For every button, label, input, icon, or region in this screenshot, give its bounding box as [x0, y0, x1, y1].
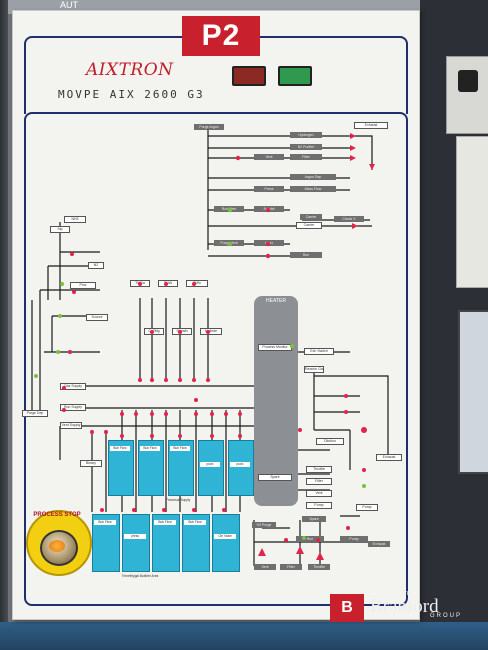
mo-label-sheath: Sheath	[172, 328, 192, 335]
label-n2-purifier: N2 Purifier	[290, 144, 322, 150]
bubbler-4-label: push	[200, 462, 220, 467]
precursor-caption: Precursor Supply	[165, 498, 191, 502]
label-vent-supply: Vent Supply	[60, 422, 82, 429]
mo-label-tmin: TMIn	[186, 280, 208, 287]
background-left-edge	[0, 0, 8, 650]
watermark: B The Branford GROUP	[330, 590, 480, 624]
bubbler-6-label: Bub Flow	[94, 520, 116, 525]
process-stop-label: PROCESS STOP	[33, 512, 81, 518]
process-stop-light	[49, 540, 65, 552]
heater-title: HEATER	[266, 298, 286, 304]
watermark-name: Branford	[370, 596, 439, 617]
label-binary: Binary	[80, 460, 102, 467]
bubbler-7	[122, 514, 150, 572]
diagram-frame	[24, 112, 408, 606]
label-pump: Pump	[356, 504, 378, 511]
label-run: Run	[290, 252, 322, 258]
bubbler-2-label: Bub Flow	[140, 446, 160, 451]
label-exhaust: Exhaust	[376, 454, 402, 461]
watermark-logo: B	[330, 594, 364, 622]
rack-switch[interactable]	[458, 70, 478, 92]
label-vent: Vent	[254, 154, 284, 160]
label-spare-bottom: Spare	[302, 516, 326, 522]
label-pmx: Pmx	[70, 282, 96, 289]
bubbler-10	[212, 514, 240, 572]
label-bottom-pump: Pump	[340, 536, 368, 542]
label-dilution: Dilution	[316, 438, 344, 445]
model-name: MOVPE AIX 2600 G3	[58, 88, 205, 101]
bubbler-9-label: Bub Flow	[184, 520, 206, 525]
bubbler-1-label: Bub Flow	[110, 446, 130, 451]
label-gas-supply: Gas Supply	[60, 383, 86, 390]
label-bottom-exhaust: Exhaust	[368, 541, 390, 547]
label-argon-dep: Argon Dep	[290, 174, 336, 180]
run-indicator-lamp[interactable]	[278, 66, 312, 86]
label-reactor-gas: Reactor Gas	[304, 366, 324, 373]
label-bottom-filter: Filter	[280, 564, 302, 570]
label-bottom-throttle: Throttle	[308, 564, 330, 570]
bubbler-area-caption: Trimethylgal Bubbler Area	[121, 574, 159, 578]
reactor-heater	[254, 296, 298, 506]
label-h2-purge: H2 Purge	[252, 522, 276, 528]
label-carrier: Carrier	[300, 214, 322, 220]
label-n2: N2	[88, 262, 104, 269]
rack-control-panel	[446, 56, 488, 134]
label-mass-flow: Mass Flow	[290, 186, 336, 192]
label-run-supply: Run Supply	[60, 404, 86, 411]
label-purge-dep: Purge Dep	[22, 410, 48, 417]
top-partial-label: AUT	[60, 0, 78, 10]
label-pump-right: Pump	[306, 502, 332, 509]
bubbler-5-label: push	[230, 462, 250, 467]
bubbler-7-label: press	[124, 534, 146, 539]
label-check-v: Check V	[334, 216, 364, 222]
rack-io-module	[456, 136, 488, 288]
mo-label-cp2mg: Cp2Mg	[144, 328, 164, 335]
background-bottom	[0, 622, 488, 650]
label-source: Source	[86, 314, 108, 321]
mo-label-tmal: TMAl	[158, 280, 178, 287]
label-purge-argon: Purge Argon	[194, 124, 224, 130]
bubbler-5	[228, 440, 254, 496]
label-hydrogen: Hydrogen	[290, 132, 322, 138]
label-exhaust-top: Exhaust	[354, 122, 388, 129]
label-vent-right: Vent	[306, 490, 332, 497]
label-filter-right: Filter	[306, 478, 332, 485]
watermark-sub: GROUP	[430, 613, 463, 619]
label-stp: Stp	[50, 226, 70, 233]
watermark-prefix: The	[400, 590, 413, 597]
label-filter: Filter	[290, 154, 322, 160]
bubbler-8-label: Bub Flow	[154, 520, 176, 525]
bubbler-4	[198, 440, 224, 496]
mo-label-hydride: Hydride	[200, 328, 222, 335]
label-exh-switch: Exh Switch	[304, 348, 334, 355]
label-throttle: Throttle	[306, 466, 332, 473]
label-nh3: NH3	[64, 216, 86, 223]
valve-green-group	[34, 207, 366, 540]
label-press: Press	[254, 186, 284, 192]
label-bottom-run: Run	[296, 536, 324, 542]
label-carrier-box: Carrier	[296, 222, 322, 229]
fault-indicator-lamp[interactable]	[232, 66, 266, 86]
brand-logo: AIXTRON	[86, 60, 174, 80]
rack-monitor	[458, 310, 488, 474]
bubbler-3-label: Bub Flow	[170, 446, 190, 451]
heater-spare-label: Spare	[258, 474, 292, 481]
bubbler-10-label: Ctrl Valve	[214, 534, 236, 539]
valve-red-group	[62, 133, 375, 560]
panel-badge: P2	[182, 16, 260, 56]
label-bottom-vent: Vent	[254, 564, 276, 570]
